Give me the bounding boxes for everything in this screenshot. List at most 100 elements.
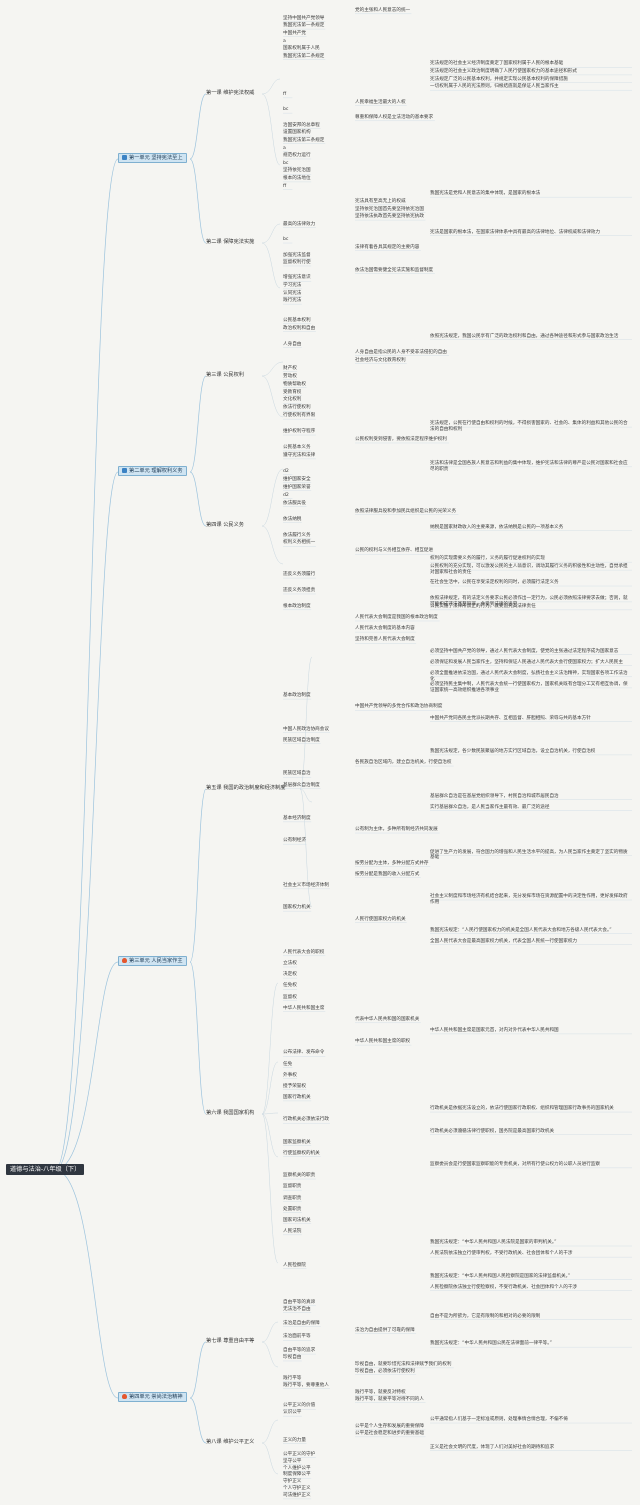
unit-1-node[interactable]: 第一单元 坚持宪法至上 [118,153,187,163]
u3-node[interactable]: 行政机关必须依法行政 [283,1117,329,1123]
u3-node[interactable]: 人民代表大会制度的基本内容 [355,626,415,632]
u3-node[interactable]: 监督职责 [283,1184,302,1190]
u3-node[interactable]: 按劳分配是我国的收入分配方式 [355,871,420,877]
u3-node[interactable]: 根本政治制度 [283,604,311,609]
u2-node[interactable]: 违反义务须履行 [283,572,316,578]
u4-node[interactable]: 无法治不自由 [283,1306,311,1312]
u2-node[interactable]: 文化权利 [283,397,302,403]
u2-node[interactable]: 政治权利和自由 [283,325,316,331]
u1-node[interactable]: 治国安邦的总章程 [283,122,320,128]
lesson-4[interactable]: 第四课 公民义务 [206,522,244,528]
u3-node[interactable]: 人民法院 [283,1229,302,1235]
u4-node[interactable]: 公平是个人生存和发展的重要保障 [355,1424,424,1430]
u3-node[interactable]: 国家司法机关 [283,1217,311,1223]
u2-node[interactable]: 依法纳税 [283,516,302,522]
u2-node[interactable]: 公民实施了法律所禁止的行为，就要追究其法律责任 [430,604,536,610]
u3-node[interactable]: 民族区域自治 [283,771,311,777]
u1-node[interactable]: 宪法具有至高无上的权威 [355,199,406,205]
u3-node[interactable]: 促进了生产力的发展，符合国力的增强和人民生活水平的提高，为人民当家作主奠定了坚实… [430,849,628,861]
u4-node[interactable]: 司法维护正义 [283,1493,311,1499]
u4-node[interactable]: 制度保障公平 [283,1472,311,1478]
u3-node[interactable]: 外事权 [283,1072,297,1078]
root-node[interactable]: 道德与法治-八年级（下） [6,1164,85,1175]
u4-node[interactable]: 我国宪法规定：“中华人民共和国公民在法律面前一律平等。” [430,1341,552,1347]
lesson-5[interactable]: 第五课 我国的政治制度和经济制度 [206,785,286,791]
u3-node[interactable]: 代表中华人民共和国的国家机关 [355,1016,420,1022]
u1-node[interactable]: 我国宪法是党和人民意志的集中体现，是国家的根本法 [430,191,541,197]
u1-node[interactable]: 法律有着各具其规定的主要内容 [355,244,420,250]
unit-4-node[interactable]: 第四单元 崇尚法治精神 [118,1392,187,1402]
u4-node[interactable]: 坚守公平 [283,1458,302,1464]
u1-node[interactable]: 党的主张和人民意志的统一 [355,8,411,13]
u2-node[interactable]: 宪法规定，公民在行使自由和权利的时候，不得损害国家的、社会的、集体的利益和其他公… [430,421,628,432]
u4-node[interactable]: 公平通常指人们基于一定标准或原则，处理事情合情合理，不偏不倚 [430,1417,568,1423]
u4-node[interactable]: 自由平等的真谛 [283,1300,316,1305]
u3-node[interactable]: 任免权 [283,983,297,989]
u4-node[interactable]: 珍视自由，必须依法行使权利 [355,1368,415,1374]
u3-node[interactable]: 社会主义市场经济体制 [283,883,329,889]
u1-node[interactable]: 践行宪法 [283,298,302,304]
u4-node[interactable]: 法治是自由的保障 [283,1320,320,1326]
u4-node[interactable]: 珍视自由 [283,1355,302,1361]
u4-node[interactable]: 自由平等的追求 [283,1348,316,1354]
u3-node[interactable]: 授予荣誉权 [283,1083,306,1089]
u3-node[interactable]: 国家监察机关 [283,1139,311,1145]
u1-node[interactable]: 我国宪法第一条规定 [283,23,325,29]
u1-node[interactable]: 我国宪法第二条规定 [283,53,325,59]
u3-node[interactable]: 人民检察院依法独立行使检察权，不受行政机关、社会团体和个人的干涉 [430,1284,578,1290]
u1-node[interactable]: bc [283,237,289,243]
u1-node[interactable]: ff [283,92,287,98]
u2-node[interactable]: 公民基本义务 [283,445,311,451]
u4-node[interactable]: 法治面前平等 [283,1334,311,1340]
u3-node[interactable]: 按劳分配为主体，多种分配方式并存 [355,860,429,866]
u1-node[interactable]: 规范权力运行 [283,153,311,159]
u1-node[interactable]: 加强宪法监督 [283,252,311,258]
u3-node[interactable]: 坚持和完善人民代表大会制度 [355,637,415,643]
u3-node[interactable]: 人民行使国家权力的机关 [355,916,406,922]
u1-node[interactable]: bc [283,160,289,166]
u1-node[interactable]: 坚持中国共产党领导 [283,15,325,21]
u3-node[interactable]: 调查职责 [283,1195,302,1201]
unit-3-node[interactable]: 第三单元 人民当家作主 [118,956,187,966]
u3-node[interactable]: 国家权力机关 [283,905,311,911]
u3-node[interactable]: 必须坚持中国共产党的领导，通过人民代表大会制度，使党的主张通过法定程序成为国家意… [430,648,619,654]
u4-node[interactable]: 公平正义的价值 [283,1403,316,1409]
u3-node[interactable]: 必须坚持民主集中制，人民代表大会统一行使国家权力，国家机关既有合理分工又有相互协… [430,682,628,693]
lesson-6[interactable]: 第六课 我国国家机构 [206,1110,255,1116]
u2-node[interactable]: 行使权利有界限 [283,413,316,419]
u2-node[interactable]: 依法行使权利 [283,405,311,411]
u3-node[interactable]: 行政机关必须遵循法律行使职权，国务院是最高国家行政机关 [430,1128,555,1134]
u1-node[interactable]: 坚持依宪治国首先要坚持依宪治国 [355,206,424,212]
u3-node[interactable]: 行政机关是依据宪法设立的，依法行使国家行政职权、组织和管理国家行政事务的国家机关 [430,1106,614,1112]
u2-node[interactable]: 违反义务须担责 [283,588,316,594]
u1-node[interactable]: a [283,145,286,151]
u1-node[interactable]: 坚持依宪治国 [283,168,311,174]
u3-node[interactable]: 任免 [283,1061,293,1067]
u4-node[interactable]: 践行平等，要尊重他人 [283,1382,329,1388]
u3-node[interactable]: 中国共产党领导的多党合作和政治协商制度 [355,704,443,710]
u1-node[interactable]: 人民幸福生活最大的人权 [355,99,406,105]
u4-node[interactable]: 公平正义的守护 [283,1451,316,1457]
u1-node[interactable]: 我国宪法第三条规定 [283,137,325,143]
u1-node[interactable]: 依法治国需要健全宪法实施和监督制度 [355,267,434,273]
u2-node[interactable]: 受教育权 [283,389,302,395]
u1-node[interactable]: ff [283,183,287,189]
u3-node[interactable]: 监察委员会是行使国家监察职能的专责机关，对所有行使公权力的公职人员进行监察 [430,1162,600,1168]
u2-node[interactable]: 遵守宪法和法律 [283,453,316,459]
u2-node[interactable]: 维护权利守程序 [283,429,316,435]
u2-node[interactable]: 维护国家安全 [283,476,311,482]
u3-node[interactable]: 人民代表大会的职权 [283,950,325,955]
lesson-8[interactable]: 第八课 维护公平正义 [206,1439,255,1445]
lesson-3[interactable]: 第三课 公民权利 [206,372,244,378]
u3-node[interactable]: 监察机关的职责 [283,1173,316,1179]
u2-node[interactable]: 权利义务相统一 [283,540,316,546]
u3-node[interactable]: 全国人民代表大会是最高国家权力机关，代表全国人民统一行使国家权力 [430,938,578,944]
u3-node[interactable]: 人民检察院 [283,1262,306,1268]
u3-node[interactable]: 中华人民共和国主席是国家元首，对内对外代表中华人民共和国 [430,1028,559,1034]
u4-node[interactable]: 践行平等 [283,1375,302,1381]
u4-node[interactable]: 守护正义 [283,1479,302,1485]
u3-node[interactable]: 实行基层群众自治，是人民当家作主最有效、最广泛的途径 [430,804,550,810]
u2-node[interactable]: 依照法律服兵役和参加民兵组织是公民的光荣义务 [355,508,457,514]
u3-node[interactable]: 公布法律、发布命令 [283,1050,325,1056]
u3-node[interactable]: 国家行政机关 [283,1095,311,1101]
